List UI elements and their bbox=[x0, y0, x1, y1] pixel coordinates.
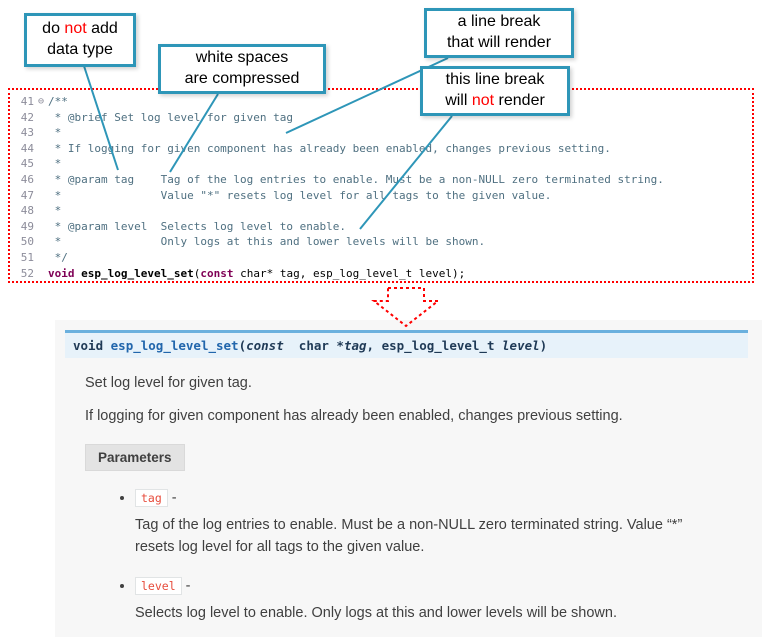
sig-paren: ( bbox=[238, 338, 247, 353]
param-description: Selects log level to enable. Only logs a… bbox=[135, 604, 617, 621]
line-number: 46 bbox=[20, 172, 34, 186]
sig-param-tag: tag bbox=[343, 338, 367, 353]
callout-whitespace-compressed: white spaces are compressed bbox=[158, 44, 326, 94]
code-text: * Only logs at this and lower levels wil… bbox=[48, 235, 486, 249]
sig-return-type: void bbox=[73, 338, 111, 353]
parameters-list: tag - Tag of the log entries to enable. … bbox=[85, 489, 748, 624]
line-number: 45 bbox=[20, 157, 34, 171]
fold-marker-icon bbox=[34, 188, 48, 204]
function-signature: void esp_log_level_set(const char *tag, … bbox=[65, 330, 748, 358]
fold-marker-icon bbox=[34, 110, 48, 126]
code-text: * bbox=[48, 157, 62, 171]
code-text: * If logging for given component has alr… bbox=[48, 141, 611, 155]
code-line: 42 * @brief Set log level for given tag bbox=[14, 110, 752, 126]
code-line: 49 * @param level Selects log level to e… bbox=[14, 219, 752, 235]
param-description: Tag of the log entries to enable. Must b… bbox=[135, 517, 683, 556]
fold-marker-icon bbox=[34, 172, 48, 188]
parameter-item-level: level - Selects log level to enable. Onl… bbox=[135, 576, 748, 624]
code-line: 43 * bbox=[14, 125, 752, 141]
line-number: 51 bbox=[20, 250, 34, 264]
code-text: /** bbox=[48, 95, 68, 108]
line-number: 47 bbox=[20, 188, 34, 202]
line-number: 52 bbox=[20, 266, 34, 280]
fold-marker-icon bbox=[34, 250, 48, 266]
callout-text: white spaces bbox=[195, 49, 289, 67]
sig-paren-close: ) bbox=[539, 338, 548, 353]
code-text: * @brief Set log level for given tag bbox=[48, 110, 294, 124]
doc-body: Set log level for given tag. If logging … bbox=[85, 375, 748, 624]
param-name-chip: level bbox=[135, 576, 182, 595]
sig-separator: , bbox=[366, 338, 382, 353]
doc-brief-paragraph: Set log level for given tag. bbox=[85, 375, 252, 391]
code-line: 45 * bbox=[14, 156, 752, 172]
code-line: 41⊖/** bbox=[14, 94, 752, 110]
callout-no-data-type: do not add data type bbox=[24, 13, 136, 67]
code-line: 51 */ bbox=[14, 250, 752, 266]
sig-param-level: level bbox=[502, 338, 540, 353]
param-dash: - bbox=[181, 577, 191, 594]
line-number: 44 bbox=[20, 141, 34, 155]
fold-marker-icon bbox=[34, 125, 48, 141]
param-name-chip: tag bbox=[135, 489, 168, 507]
sig-level-type: esp_log_level_t bbox=[381, 338, 503, 353]
code-text: * @param level Selects log level to enab… bbox=[48, 219, 347, 233]
param-dash: - bbox=[167, 490, 177, 506]
line-number: 50 bbox=[20, 235, 34, 249]
fold-marker-icon bbox=[34, 156, 48, 172]
callout-line-break-not-render: this line break will not render bbox=[420, 66, 570, 116]
code-text: * bbox=[48, 126, 62, 140]
parameter-item-tag: tag - Tag of the log entries to enable. … bbox=[135, 489, 748, 559]
sig-char-type: char * bbox=[291, 338, 344, 353]
code-line: 44 * If logging for given component has … bbox=[14, 141, 752, 157]
callout-text: a line break bbox=[457, 13, 541, 31]
sig-function-name: esp_log_level_set bbox=[110, 338, 239, 353]
code-line: 52 void esp_log_level_set(const char* tag… bbox=[14, 266, 752, 281]
parameters-heading: Parameters bbox=[85, 444, 185, 471]
doc-detail-paragraph: If logging for given component has alrea… bbox=[85, 408, 623, 424]
callout-text: that will render bbox=[446, 34, 552, 51]
rendered-doc-panel: void esp_log_level_set(const char *tag, … bbox=[55, 320, 762, 637]
code-text: * bbox=[48, 204, 62, 218]
fold-marker-icon bbox=[34, 266, 48, 281]
fold-marker-icon bbox=[34, 234, 48, 250]
fold-marker-icon bbox=[34, 219, 48, 235]
code-line: 48 * bbox=[14, 203, 752, 219]
line-number: 48 bbox=[20, 204, 34, 218]
code-text: * Value "*" resets log level for all tag… bbox=[48, 188, 552, 202]
callout-text: will not render bbox=[445, 92, 545, 109]
code-line: 50 * Only logs at this and lower levels … bbox=[14, 234, 752, 250]
sig-const-keyword: const bbox=[246, 338, 292, 353]
code-line: 46 * @param tag Tag of the log entries t… bbox=[14, 172, 752, 188]
callout-text: are compressed bbox=[184, 70, 300, 87]
code-text: * @param tag Tag of the log entries to e… bbox=[48, 172, 664, 186]
callout-text: this line break bbox=[445, 71, 545, 89]
callout-text: data type bbox=[47, 41, 113, 58]
code-text: void esp_log_level_set(const char* tag, … bbox=[48, 266, 466, 280]
line-number: 42 bbox=[20, 110, 34, 124]
fold-marker-icon bbox=[34, 203, 48, 219]
code-editor-snippet: 41⊖/**42 * @brief Set log level for give… bbox=[8, 88, 754, 283]
code-line: 47 * Value "*" resets log level for all … bbox=[14, 188, 752, 204]
code-lines: 41⊖/**42 * @brief Set log level for give… bbox=[14, 94, 752, 281]
line-number: 49 bbox=[20, 219, 34, 233]
callout-line-break-renders: a line break that will render bbox=[424, 8, 574, 58]
code-text: */ bbox=[48, 250, 68, 264]
line-number: 43 bbox=[20, 126, 34, 140]
fold-marker-icon: ⊖ bbox=[37, 96, 45, 107]
line-number: 41 bbox=[20, 95, 34, 108]
fold-marker-icon bbox=[34, 141, 48, 157]
callout-text: do not add bbox=[42, 20, 118, 38]
